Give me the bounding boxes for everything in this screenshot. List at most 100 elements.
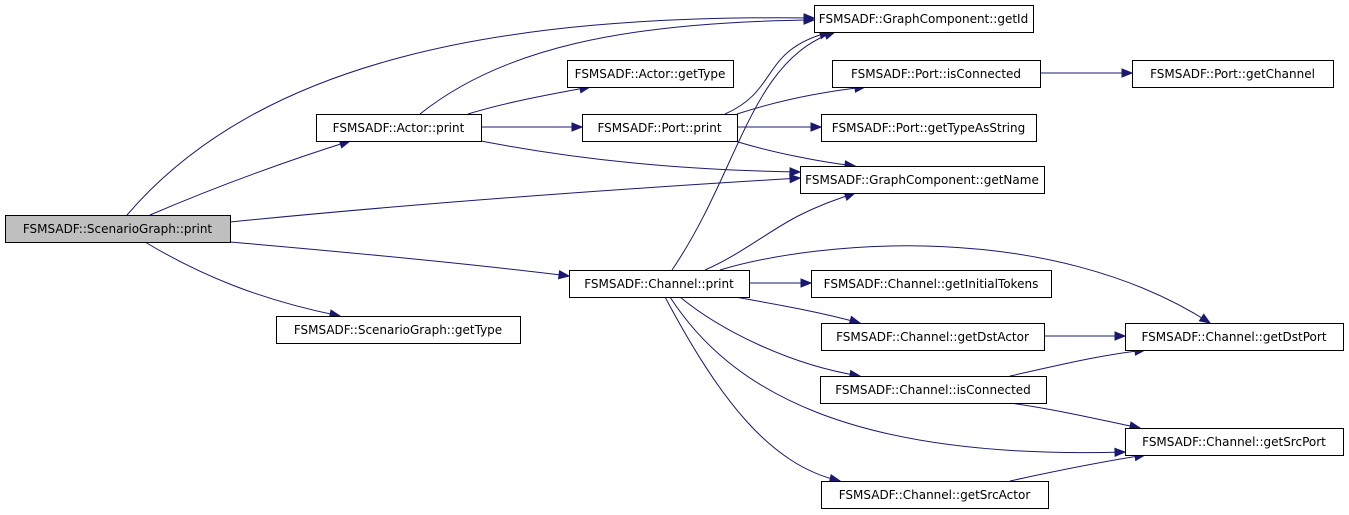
edge-line xyxy=(419,19,815,115)
node-label: FSMSADF::ScenarioGraph::getType xyxy=(294,323,502,337)
edge-line xyxy=(679,296,861,377)
node-box[interactable] xyxy=(821,323,1045,351)
node-box[interactable] xyxy=(1132,60,1334,88)
node-label: FSMSADF::Channel::print xyxy=(584,277,734,291)
node-chan-print[interactable]: FSMSADF::Channel::print xyxy=(569,270,750,298)
arrowhead-icon xyxy=(810,122,823,132)
node-box[interactable] xyxy=(811,270,1052,298)
edge-line xyxy=(734,140,856,167)
node-label: FSMSADF::Port::print xyxy=(597,121,721,135)
node-chan-getsrcactor[interactable]: FSMSADF::Channel::getSrcActor xyxy=(821,481,1049,509)
edge-line xyxy=(1009,402,1141,429)
arrowhead-icon xyxy=(800,278,813,288)
edge-line xyxy=(719,245,1211,324)
edges-layer xyxy=(126,13,1212,484)
edge-line xyxy=(1009,349,1146,377)
node-box[interactable] xyxy=(316,114,482,142)
edge-sg_print-to-chan_print xyxy=(229,241,571,280)
node-gc-getname[interactable]: FSMSADF::GraphComponent::getName xyxy=(800,166,1045,194)
arrowhead-icon xyxy=(571,122,584,132)
node-box[interactable] xyxy=(569,270,750,298)
edge-line xyxy=(669,296,1126,454)
node-chan-getdstport[interactable]: FSMSADF::Channel::getDstPort xyxy=(1125,323,1344,351)
edge-chan_isconnected-to-chan_getdstport xyxy=(1009,346,1147,377)
node-box[interactable] xyxy=(276,316,521,344)
node-label: FSMSADF::GraphComponent::getName xyxy=(805,173,1039,187)
node-chan-getsrcport[interactable]: FSMSADF::Channel::getSrcPort xyxy=(1125,428,1344,456)
node-box[interactable] xyxy=(1125,323,1344,351)
edge-actor_print-to-gc_getid xyxy=(419,15,816,115)
node-actor-print[interactable]: FSMSADF::Actor::print xyxy=(316,114,482,142)
node-port-print[interactable]: FSMSADF::Port::print xyxy=(582,114,738,142)
node-box[interactable] xyxy=(582,114,738,142)
edge-chan_getsrcactor-to-chan_getsrcport xyxy=(1009,451,1147,482)
edge-line xyxy=(704,192,856,271)
edge-line xyxy=(480,140,801,173)
edge-line xyxy=(149,140,351,216)
node-label: FSMSADF::Port::isConnected xyxy=(851,67,1021,81)
arrowhead-icon xyxy=(803,15,816,25)
edge-line xyxy=(724,31,831,115)
edge-line xyxy=(1009,454,1146,482)
edge-line xyxy=(144,241,341,317)
arrowhead-icon xyxy=(789,173,802,184)
edge-line xyxy=(671,31,836,271)
arrowhead-icon xyxy=(789,167,802,177)
node-label: FSMSADF::Channel::getInitialTokens xyxy=(824,277,1039,291)
node-port-getchannel[interactable]: FSMSADF::Port::getChannel xyxy=(1132,60,1334,88)
edge-port_print-to-gc_getid xyxy=(724,30,832,115)
node-label: FSMSADF::ScenarioGraph::print xyxy=(23,222,213,236)
node-label: FSMSADF::Channel::getDstActor xyxy=(836,330,1029,344)
edge-line xyxy=(467,86,591,115)
edge-chan_print-to-chan_getinitialtokens xyxy=(749,278,813,288)
node-box[interactable] xyxy=(821,114,1037,142)
node-chan-isconnected[interactable]: FSMSADF::Channel::isConnected xyxy=(820,376,1047,404)
node-box[interactable] xyxy=(814,5,1034,33)
node-box[interactable] xyxy=(821,481,1049,509)
node-chan-getinitialtokens[interactable]: FSMSADF::Channel::getInitialTokens xyxy=(811,270,1052,298)
node-gc-getid[interactable]: FSMSADF::GraphComponent::getId xyxy=(814,5,1034,33)
edge-port_isconnected-to-port_getchannel xyxy=(1040,68,1134,78)
edge-chan_print-to-chan_getsrcactor xyxy=(664,296,842,484)
node-chan-getdstactor[interactable]: FSMSADF::Channel::getDstActor xyxy=(821,323,1045,351)
edge-chan_print-to-gc_getname xyxy=(704,191,857,271)
edge-line xyxy=(126,17,815,216)
node-port-isconnected[interactable]: FSMSADF::Port::isConnected xyxy=(832,60,1041,88)
edge-actor_print-to-gc_getname xyxy=(480,140,802,177)
edge-line xyxy=(734,296,861,324)
edge-line xyxy=(736,86,866,115)
edge-line xyxy=(229,241,570,277)
edge-port_print-to-port_gettypeasstring xyxy=(737,122,823,132)
arrowhead-icon xyxy=(1198,313,1212,324)
node-port-gettypeasstring[interactable]: FSMSADF::Port::getTypeAsString xyxy=(821,114,1037,142)
node-box[interactable] xyxy=(800,166,1045,194)
node-label: FSMSADF::GraphComponent::getId xyxy=(819,12,1028,26)
node-label: FSMSADF::Channel::getDstPort xyxy=(1141,330,1326,344)
edge-sg_print-to-sg_gettype xyxy=(144,241,342,319)
node-box[interactable] xyxy=(832,60,1041,88)
edge-chan_print-to-chan_getdstport xyxy=(719,245,1212,324)
node-box[interactable] xyxy=(1125,428,1344,456)
node-box[interactable] xyxy=(820,376,1047,404)
arrowhead-icon xyxy=(1121,68,1134,78)
edge-port_print-to-gc_getname xyxy=(734,140,857,170)
edge-sg_print-to-actor_print xyxy=(149,139,352,216)
node-sg-print[interactable]: FSMSADF::ScenarioGraph::print xyxy=(5,215,231,243)
node-actor-gettype[interactable]: FSMSADF::Actor::getType xyxy=(567,60,734,88)
edge-line xyxy=(229,177,801,223)
edge-chan_print-to-chan_getdstactor xyxy=(734,296,862,325)
node-label: FSMSADF::Actor::getType xyxy=(575,67,726,81)
node-box[interactable] xyxy=(567,60,734,88)
edge-actor_print-to-actor_gettype xyxy=(467,84,592,115)
edge-chan_isconnected-to-chan_getsrcport xyxy=(1009,402,1142,431)
node-box[interactable] xyxy=(5,215,231,243)
edge-chan_print-to-chan_getsrcport xyxy=(669,296,1127,458)
edge-line xyxy=(664,296,841,482)
node-label: FSMSADF::Channel::getSrcActor xyxy=(839,488,1031,502)
node-label: FSMSADF::Channel::isConnected xyxy=(835,383,1031,397)
node-sg-gettype[interactable]: FSMSADF::ScenarioGraph::getType xyxy=(276,316,521,344)
node-label: FSMSADF::Port::getTypeAsString xyxy=(832,121,1025,135)
arrowhead-icon xyxy=(557,270,571,280)
edge-actor_print-to-port_print xyxy=(481,122,584,132)
